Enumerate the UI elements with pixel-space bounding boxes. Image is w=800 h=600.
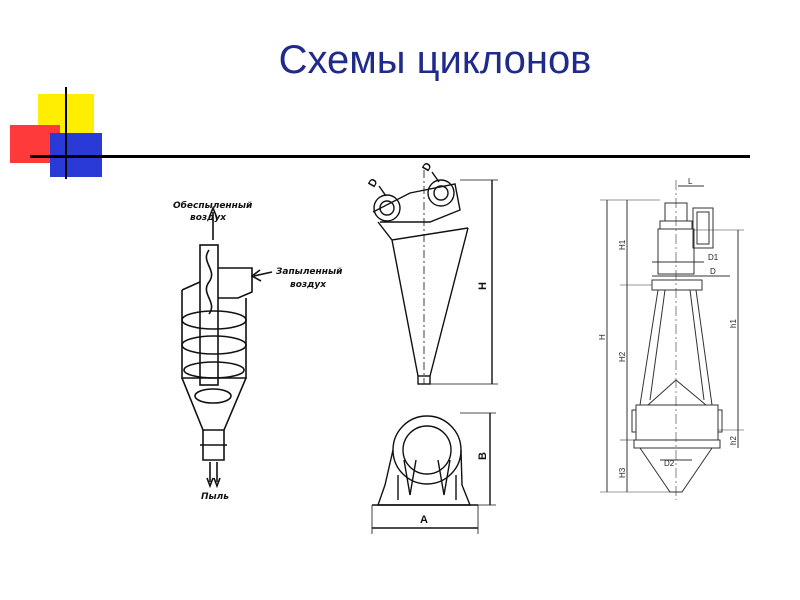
label-a: A [420,514,428,526]
label-h2: h2 [729,436,738,445]
label-h1: h1 [729,319,738,328]
horizontal-rule [30,155,750,158]
label-H3: H3 [618,467,627,478]
label-D1: D1 [708,253,719,262]
label-H: H [598,334,607,340]
label-dusty-air-1: Запыленный [276,267,343,277]
label-b: B [477,452,489,460]
label-D2: D2 [664,459,675,468]
label-dust: Пыль [201,492,229,502]
label-h: H [477,282,489,290]
label-L: L [688,177,693,186]
label-D: D [710,267,716,276]
vertical-rule [65,87,67,179]
label-clean-air-1: Обеспыленный [173,200,253,211]
label-clean-air-2: воздух [190,213,227,223]
label-dusty-air-2: воздух [290,280,327,290]
label-H2: H2 [618,351,627,362]
page-title: Схемы циклонов [278,38,592,82]
label-H1: H1 [618,239,627,250]
